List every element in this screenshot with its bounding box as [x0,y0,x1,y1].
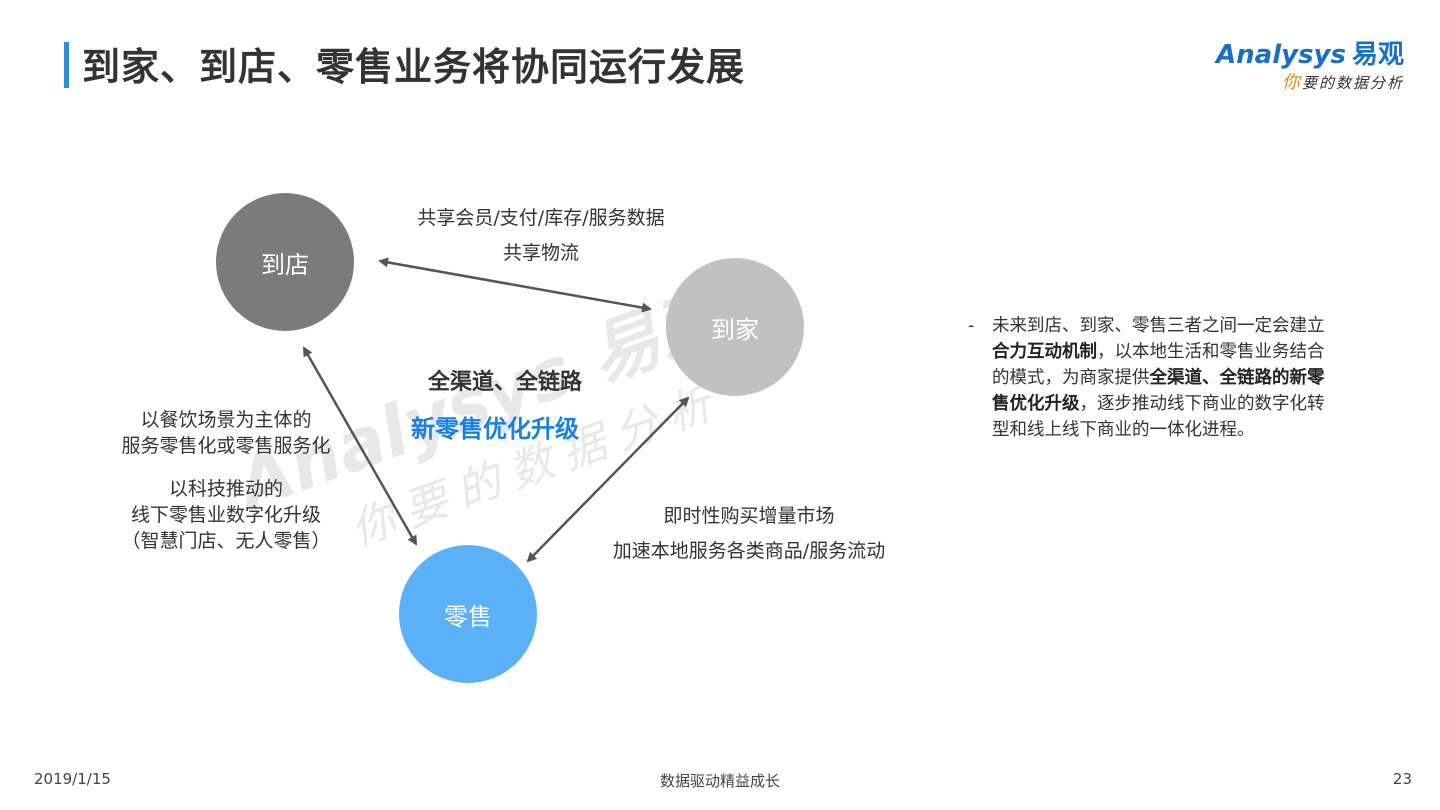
side-note-bullet: - [968,316,975,336]
node-daojia: 到家 [666,258,804,396]
logo-brand-en: nalysys [1236,40,1346,70]
page-number: 23 [1392,770,1412,788]
node-lingshou: 零售 [399,545,537,683]
center-label-omnichannel: 全渠道、全链路 [427,370,582,395]
node-daojia-label: 到家 [711,315,759,344]
footer-slogan: 数据驱动精益成长 [659,772,780,790]
logo-slogan-rest: 要的数据分析 [1301,74,1404,92]
title-accent-bar [64,42,69,88]
node-daodian-label: 到店 [261,250,309,279]
edge-label-tech-upgrade: 以科技推动的 线下零售业数字化升级 （智慧门店、无人零售） [121,478,331,552]
side-note-part: 未来到店、到家、零售三者之间一定会建立 [992,316,1325,336]
footer-date: 2019/1/15 [34,770,111,788]
side-note-part-bold: 全渠道、全链路的新零售优化升级 [992,368,1325,414]
center-label-new-retail: 新零售优化升级 [411,415,579,443]
logo-slogan: 你要的数据分析 [1282,68,1404,94]
edge-label-instant-purchase: 即时性购买增量市场 [663,505,835,527]
side-note: - 未来到店、到家、零售三者之间一定会建立合力互动机制，以本地生活和零售业务结合… [968,313,1338,443]
side-note-part: ，逐步推动线下商业的数字化转型和线上线下商业的一体化进程。 [992,394,1325,440]
page-title: 到家、到店、零售业务将协同运行发展 [82,45,746,89]
side-note-part: ，以本地生活和零售业务结合的模式，为商家提供 [992,342,1325,388]
node-daodian: 到店 [216,193,354,331]
node-lingshou-label: 零售 [444,602,492,631]
logo-brand-initial: A [1216,40,1237,70]
logo-slogan-first: 你 [1281,72,1302,93]
edge-label-service-flow: 加速本地服务各类商品/服务流动 [612,540,886,562]
logo-brand-cn: 易观 [1351,40,1404,70]
side-note-part-bold: 合力互动机制 [992,342,1097,362]
arrow-daodian-lingshou [302,346,418,546]
arrow-daojia-lingshou [526,396,690,563]
side-note-text: 未来到店、到家、零售三者之间一定会建立合力互动机制，以本地生活和零售业务结合的模… [992,313,1338,443]
edge-label-service-retail: 以餐饮场景为主体的 服务零售化或零售服务化 [121,409,331,457]
edge-label-shared-logistics: 共享物流 [502,242,579,264]
arrow-daodian-daojia [378,257,652,313]
edge-label-shared-data: 共享会员/支付/库存/服务数据 [417,207,665,229]
